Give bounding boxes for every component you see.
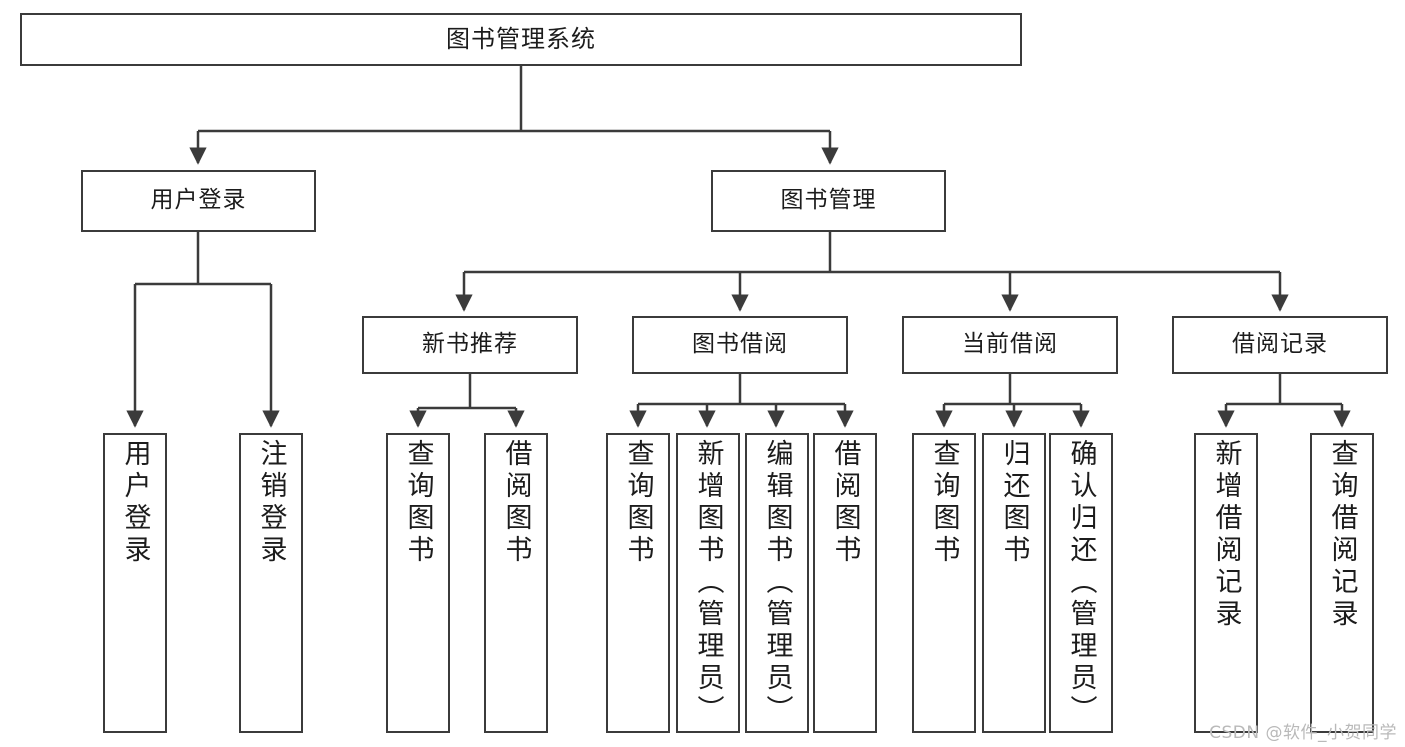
node-label: 新书推荐: [422, 331, 518, 358]
node-label: 编辑图书（管理员）: [761, 439, 793, 727]
leaf-borrow-query-book[interactable]: 查询图书: [606, 433, 670, 733]
node-label: 借阅记录: [1232, 331, 1328, 358]
node-label: 当前借阅: [962, 331, 1058, 358]
node-label: 注销登录: [255, 439, 287, 567]
node-label: 确认归还（管理员）: [1065, 439, 1097, 727]
node-label: 归还图书: [998, 439, 1030, 567]
node-label: 图书管理: [780, 187, 877, 214]
leaf-borrow-borrow-book[interactable]: 借阅图书: [813, 433, 877, 733]
watermark-text: CSDN @软件_小贺同学: [1209, 723, 1397, 743]
node-root-system[interactable]: 图书管理系统: [20, 13, 1022, 66]
node-label: 查询图书: [402, 439, 434, 567]
node-label: 图书管理系统: [446, 25, 596, 54]
leaf-current-query-book[interactable]: 查询图书: [912, 433, 976, 733]
leaf-current-return-book[interactable]: 归还图书: [982, 433, 1046, 733]
leaf-recommend-query-book[interactable]: 查询图书: [386, 433, 450, 733]
node-book-borrow[interactable]: 图书借阅: [632, 316, 848, 374]
leaf-current-confirm-return-admin[interactable]: 确认归还（管理员）: [1049, 433, 1113, 733]
node-book-management[interactable]: 图书管理: [711, 170, 946, 232]
node-label: 新增图书（管理员）: [692, 439, 724, 727]
leaf-user-login-login[interactable]: 用户登录: [103, 433, 167, 733]
leaf-record-add-record[interactable]: 新增借阅记录: [1194, 433, 1258, 733]
node-label: 用户登录: [150, 187, 247, 214]
node-label: 查询借阅记录: [1326, 439, 1358, 631]
leaf-recommend-borrow-book[interactable]: 借阅图书: [484, 433, 548, 733]
node-label: 新增借阅记录: [1210, 439, 1242, 631]
node-label: 图书借阅: [692, 331, 788, 358]
node-new-book-recommend[interactable]: 新书推荐: [362, 316, 578, 374]
leaf-borrow-edit-book-admin[interactable]: 编辑图书（管理员）: [745, 433, 809, 733]
node-borrow-record[interactable]: 借阅记录: [1172, 316, 1388, 374]
leaf-borrow-add-book-admin[interactable]: 新增图书（管理员）: [676, 433, 740, 733]
node-user-login[interactable]: 用户登录: [81, 170, 316, 232]
leaf-user-login-logout[interactable]: 注销登录: [239, 433, 303, 733]
node-label: 用户登录: [119, 439, 151, 567]
node-current-borrow[interactable]: 当前借阅: [902, 316, 1118, 374]
node-label: 借阅图书: [829, 439, 861, 567]
node-label: 查询图书: [928, 439, 960, 567]
node-label: 查询图书: [622, 439, 654, 567]
leaf-record-query-record[interactable]: 查询借阅记录: [1310, 433, 1374, 733]
node-label: 借阅图书: [500, 439, 532, 567]
